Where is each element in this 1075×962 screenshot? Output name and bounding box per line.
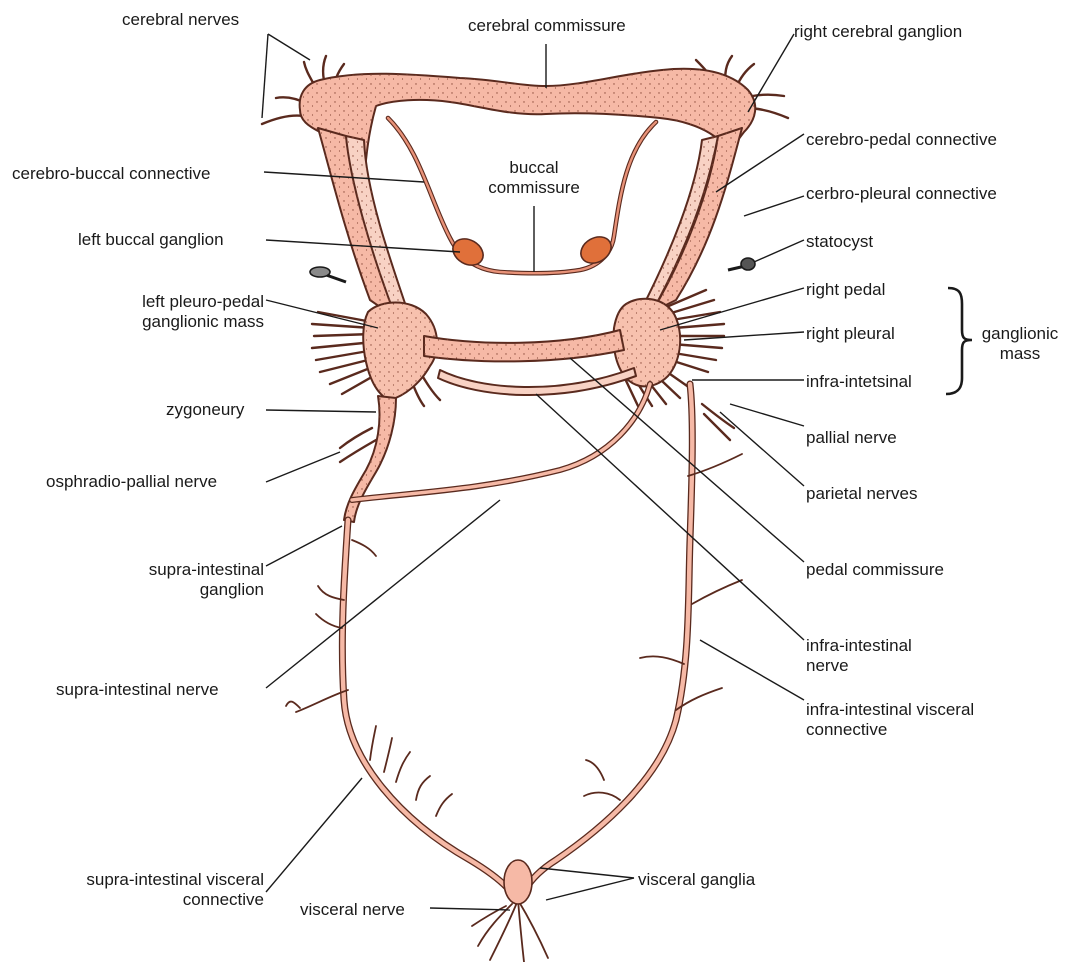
label-infra-intestinal-nerve-line1: infra-intestinal [806, 636, 912, 656]
label-pedal-commissure: pedal commissure [806, 560, 944, 580]
label-pallial-nerve: pallial nerve [806, 428, 897, 448]
label-supra-intestinal-ganglion-line2: ganglion [100, 580, 264, 600]
nerve-bodies [300, 69, 756, 522]
label-cerebral-commissure: cerebral commissure [468, 16, 626, 36]
label-cerebro-pedal-connective: cerebro-pedal connective [806, 130, 997, 150]
label-left-pleuro-pedal: left pleuro-pedal ganglionic mass [100, 292, 264, 332]
label-ganglionic-mass-line2: mass [970, 344, 1070, 364]
label-buccal-commissure: buccal commissure [474, 158, 594, 198]
label-statocyst: statocyst [806, 232, 873, 252]
label-right-pedal: right pedal [806, 280, 885, 300]
label-infra-intestinal-visceral-connective-line1: infra-intestinal visceral [806, 700, 974, 720]
label-supra-intestinal-nerve: supra-intestinal nerve [56, 680, 219, 700]
label-left-buccal-ganglion: left buccal ganglion [78, 230, 224, 250]
label-zygoneury: zygoneury [166, 400, 244, 420]
label-infra-intestinal-visceral-connective: infra-intestinal visceral connective [806, 700, 974, 740]
label-supra-intestinal-visceral-connective-line2: connective [20, 890, 264, 910]
label-supra-intestinal-ganglion: supra-intestinal ganglion [100, 560, 264, 600]
label-infra-intestinal-ganglion: infra-intetsinal [806, 372, 912, 392]
label-left-pleuro-pedal-line2: ganglionic mass [100, 312, 264, 332]
label-ganglionic-mass: ganglionic mass [970, 324, 1070, 364]
label-right-pleural: right pleural [806, 324, 895, 344]
label-visceral-nerve: visceral nerve [300, 900, 405, 920]
label-infra-intestinal-visceral-connective-line2: connective [806, 720, 974, 740]
label-cerbro-pleural-connective: cerbro-pleural connective [806, 184, 997, 204]
label-ganglionic-mass-line1: ganglionic [970, 324, 1070, 344]
visceral-ganglia [504, 860, 532, 904]
label-supra-intestinal-visceral-connective-line1: supra-intestinal visceral [20, 870, 264, 890]
label-infra-intestinal-nerve-line2: nerve [806, 656, 912, 676]
label-cerebro-buccal-connective: cerebro-buccal connective [12, 164, 210, 184]
label-left-pleuro-pedal-line1: left pleuro-pedal [100, 292, 264, 312]
label-cerebral-nerves: cerebral nerves [122, 10, 239, 30]
label-buccal-commissure-line2: commissure [474, 178, 594, 198]
label-osphradio-pallial-nerve: osphradio-pallial nerve [46, 472, 217, 492]
label-supra-intestinal-ganglion-line1: supra-intestinal [100, 560, 264, 580]
label-supra-intestinal-visceral-connective: supra-intestinal visceral connective [20, 870, 264, 910]
label-infra-intestinal-nerve: infra-intestinal nerve [806, 636, 912, 676]
label-right-cerebral-ganglion: right cerebral ganglion [794, 22, 962, 42]
label-buccal-commissure-line1: buccal [474, 158, 594, 178]
label-visceral-ganglia: visceral ganglia [638, 870, 755, 890]
label-parietal-nerves: parietal nerves [806, 484, 918, 504]
